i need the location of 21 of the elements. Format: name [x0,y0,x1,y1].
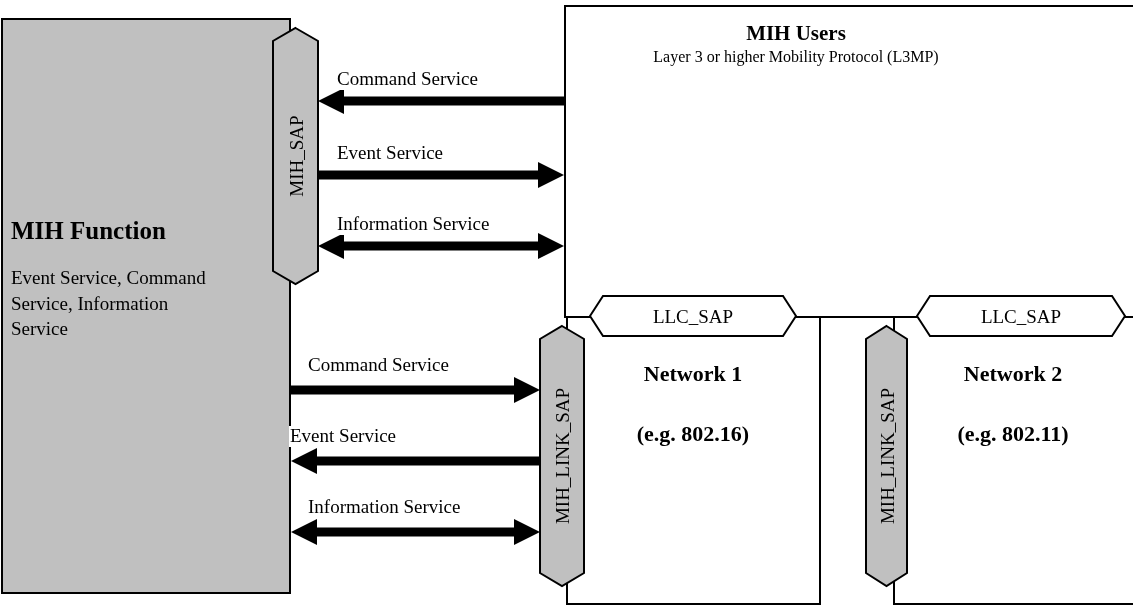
box-title: MIH Function [11,216,167,246]
vertical-sap-hexagon [273,28,318,284]
box-description: Layer 3 or higher Mobility Protocol (L3MP) [652,47,940,67]
sap-label: MIH_SAP [286,115,305,197]
box-description: (e.g. 802.11) [956,421,1070,448]
box-description: (e.g. 802.16) [635,421,751,448]
box-description: Event Service, Command Service, Information Service [11,266,206,342]
edge-label: Event Service [289,426,398,447]
vertical-sap-hexagon [866,326,907,586]
box-title: Network 2 [962,361,1064,388]
sap-label: LLC_SAP [652,306,734,326]
box-title: Network 1 [642,361,744,388]
vertical-sap-hexagon [540,326,584,586]
sap-label: LLC_SAP [980,306,1062,326]
edge-label: Command Service [336,69,479,90]
sap-hexagon [590,296,796,336]
sap-label: MIH_LINK_SAP [877,387,896,525]
sap-hexagon [917,296,1125,336]
box-title: MIH Users [745,21,847,47]
sap-label: MIH_LINK_SAP [552,387,572,525]
edge-label: Information Service [336,214,491,235]
